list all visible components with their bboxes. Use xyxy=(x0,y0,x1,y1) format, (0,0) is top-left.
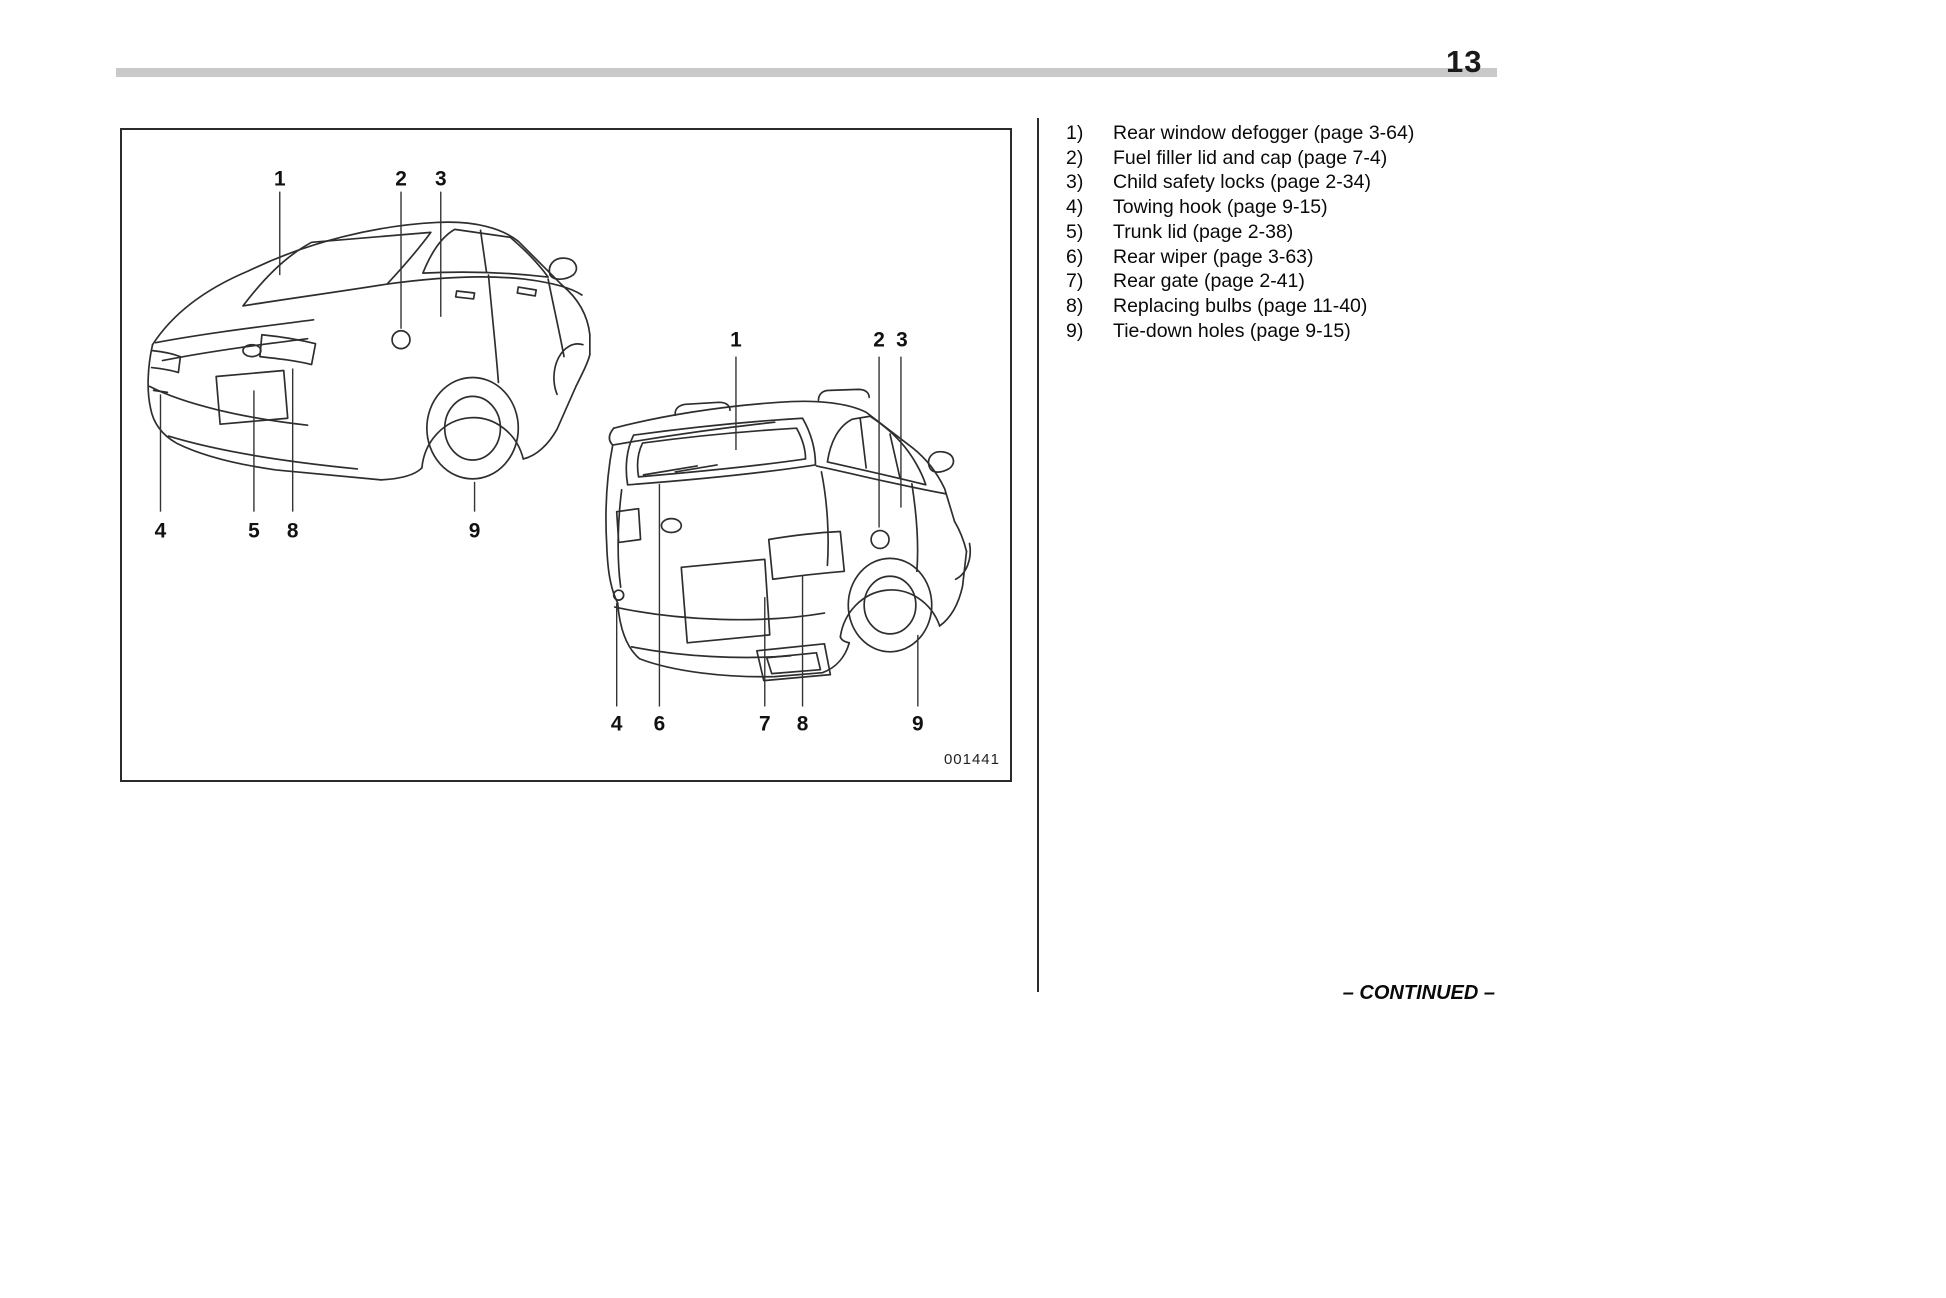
figure-code: 001441 xyxy=(943,751,1000,768)
sedan-tail-light xyxy=(259,333,317,366)
parts-list-item: 7) Rear gate (page 2-41) xyxy=(1066,269,1486,294)
item-number: 1) xyxy=(1066,122,1084,144)
callout-sedan-2: 2 xyxy=(395,168,407,191)
callout-sedan-4: 4 xyxy=(155,519,167,542)
callout-wagon-7: 7 xyxy=(759,712,771,735)
callout-wagon-6: 6 xyxy=(654,712,666,735)
callout-sedan-8: 8 xyxy=(287,519,299,542)
wagon-tail-light xyxy=(767,530,846,581)
parts-list-item: 2) Fuel filler lid and cap (page 7-4) xyxy=(1066,146,1486,171)
callout-wagon-8: 8 xyxy=(797,712,809,735)
item-text: Rear window defogger (page 3-64) xyxy=(1113,122,1415,144)
header-rule xyxy=(116,68,1497,77)
parts-list-item: 6) Rear wiper (page 3-63) xyxy=(1066,245,1486,270)
callout-wagon-3: 3 xyxy=(896,329,908,352)
parts-list-item: 1) Rear window defogger (page 3-64) xyxy=(1066,121,1486,146)
callout-sedan-3: 3 xyxy=(435,168,447,191)
wagon-body-profile xyxy=(612,400,956,523)
item-number: 7) xyxy=(1066,270,1084,293)
wagon-rear-window xyxy=(625,417,817,486)
continued-label: – CONTINUED – xyxy=(1342,982,1495,1004)
parts-list-item: 4) Towing hook (page 9-15) xyxy=(1066,195,1486,220)
sedan-rear-bumper xyxy=(147,343,382,481)
sedan-trunk-lid xyxy=(154,318,315,344)
wagon-roof-rail xyxy=(674,401,731,417)
callout-wagon-1: 1 xyxy=(730,329,742,352)
callout-wagon-4: 4 xyxy=(611,712,623,735)
sedan-side-windows xyxy=(422,228,549,278)
item-text: Fuel filler lid and cap (page 7-4) xyxy=(1113,146,1388,169)
callout-wagon-9: 9 xyxy=(912,712,924,735)
item-text: Tie-down holes (page 9-15) xyxy=(1113,319,1351,342)
item-number: 2) xyxy=(1066,146,1084,169)
parts-list-item: 9) Tie-down holes (page 9-15) xyxy=(1066,319,1486,344)
item-text: Towing hook (page 9-15) xyxy=(1113,196,1328,219)
item-text: Trunk lid (page 2-38) xyxy=(1113,220,1294,243)
item-text: Rear gate (page 2-41) xyxy=(1113,270,1305,293)
sedan-license-recess xyxy=(215,369,289,426)
item-text: Rear wiper (page 3-63) xyxy=(1113,245,1314,268)
item-number: 9) xyxy=(1066,319,1084,342)
parts-list: 1) Rear window defogger (page 3-64) 2) F… xyxy=(1066,121,1486,343)
wagon-drawing xyxy=(605,388,972,682)
wagon-rear-bumper xyxy=(616,602,851,678)
callout-sedan-1: 1 xyxy=(274,168,286,191)
item-number: 5) xyxy=(1066,220,1084,243)
item-number: 6) xyxy=(1066,245,1084,268)
parts-list-item: 8) Replacing bulbs (page 11-40) xyxy=(1066,294,1486,319)
callout-wagon-2: 2 xyxy=(873,329,885,352)
wagon-roof-rail xyxy=(817,388,870,402)
item-number: 4) xyxy=(1066,196,1084,219)
item-text: Child safety locks (page 2-34) xyxy=(1113,171,1371,194)
car-rear-views-diagram: 1 2 3 4 5 8 9 xyxy=(147,168,972,735)
wagon-rear-wiper xyxy=(642,465,699,476)
figure-box: 1 2 3 4 5 8 9 xyxy=(120,128,1012,782)
sedan-mirror xyxy=(548,257,578,281)
parts-list-item: 5) Trunk lid (page 2-38) xyxy=(1066,220,1486,245)
callout-sedan-5: 5 xyxy=(248,519,260,542)
sedan-door-handle xyxy=(454,290,476,300)
sedan-rear-window xyxy=(242,231,432,307)
item-number: 3) xyxy=(1066,171,1084,194)
sedan-fuel-lid xyxy=(391,329,411,350)
parts-list-item: 3) Child safety locks (page 2-34) xyxy=(1066,170,1486,195)
sedan-drawing xyxy=(147,221,591,481)
wagon-rear-wheel xyxy=(847,557,933,653)
callout-sedan-9: 9 xyxy=(469,519,481,542)
sedan-tow-hook xyxy=(152,389,169,394)
sedan-body-profile xyxy=(151,221,591,356)
wagon-fuel-lid xyxy=(870,529,890,550)
sedan-badge xyxy=(242,343,262,358)
column-divider xyxy=(1037,118,1039,992)
wagon-license-recess xyxy=(680,558,771,644)
wagon-side-windows xyxy=(826,415,927,486)
sedan-callout-lines xyxy=(159,191,476,512)
page-number: 13 xyxy=(1446,44,1483,79)
sedan-door-handle xyxy=(516,286,538,297)
item-text: Replacing bulbs (page 11-40) xyxy=(1113,294,1368,317)
wagon-callout-lines xyxy=(615,356,919,707)
item-number: 8) xyxy=(1066,294,1084,317)
wagon-mirror xyxy=(927,450,955,473)
wagon-tow-hook xyxy=(612,589,625,601)
sedan-rear-wheel xyxy=(426,376,520,480)
wagon-badge xyxy=(660,517,683,534)
